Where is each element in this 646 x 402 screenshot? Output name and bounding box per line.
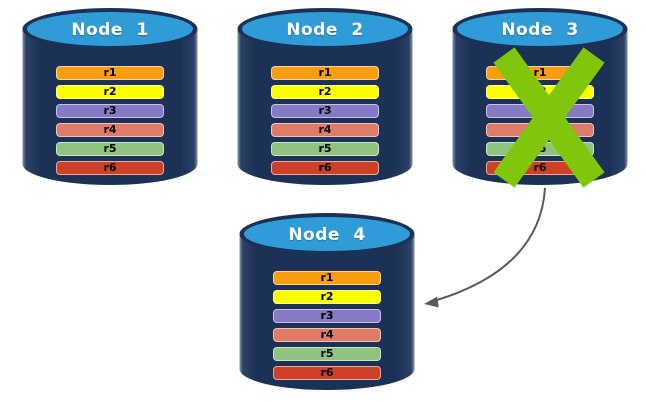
replica-bar-r4: r4 xyxy=(271,123,379,137)
replica-bar-r1: r1 xyxy=(271,66,379,80)
replica-bar-r5: r5 xyxy=(273,347,381,361)
replica-bar-r4: r4 xyxy=(56,123,164,137)
node-1: Node 1 r1 r2 r3 r4 r5 r6 xyxy=(22,7,198,187)
replica-bar-r6: r6 xyxy=(56,161,164,175)
replica-list: r1 r2 r3 r4 r5 r6 xyxy=(271,66,379,180)
replica-bar-r3: r3 xyxy=(271,104,379,118)
replica-bar-r6: r6 xyxy=(273,366,381,380)
node-title: Node 4 xyxy=(288,225,366,245)
replica-bar-r3: r3 xyxy=(56,104,164,118)
replica-bar-r5: r5 xyxy=(56,142,164,156)
failover-arrow xyxy=(424,187,546,308)
replica-bar-r1: r1 xyxy=(273,271,381,285)
replica-bar-r2: r2 xyxy=(273,290,381,304)
node-title: Node 2 xyxy=(286,20,364,40)
replica-bar-r1: r1 xyxy=(56,66,164,80)
replica-bar-r3: r3 xyxy=(273,309,381,323)
replica-bar-r6: r6 xyxy=(271,161,379,175)
replica-bar-r2: r2 xyxy=(271,85,379,99)
replica-bar-r4: r4 xyxy=(273,328,381,342)
node-4: Node 4 r1 r2 r3 r4 r5 r6 xyxy=(239,212,415,392)
replica-bar-r2: r2 xyxy=(56,85,164,99)
node-2: Node 2 r1 r2 r3 r4 r5 r6 xyxy=(237,7,413,187)
replica-list: r1 r2 r3 r4 r5 r6 xyxy=(56,66,164,180)
failure-x-icon xyxy=(493,47,605,188)
replica-bar-r5: r5 xyxy=(271,142,379,156)
node-title: Node 3 xyxy=(501,20,579,40)
node-title: Node 1 xyxy=(71,20,149,40)
replica-list: r1 r2 r3 r4 r5 r6 xyxy=(273,271,381,385)
